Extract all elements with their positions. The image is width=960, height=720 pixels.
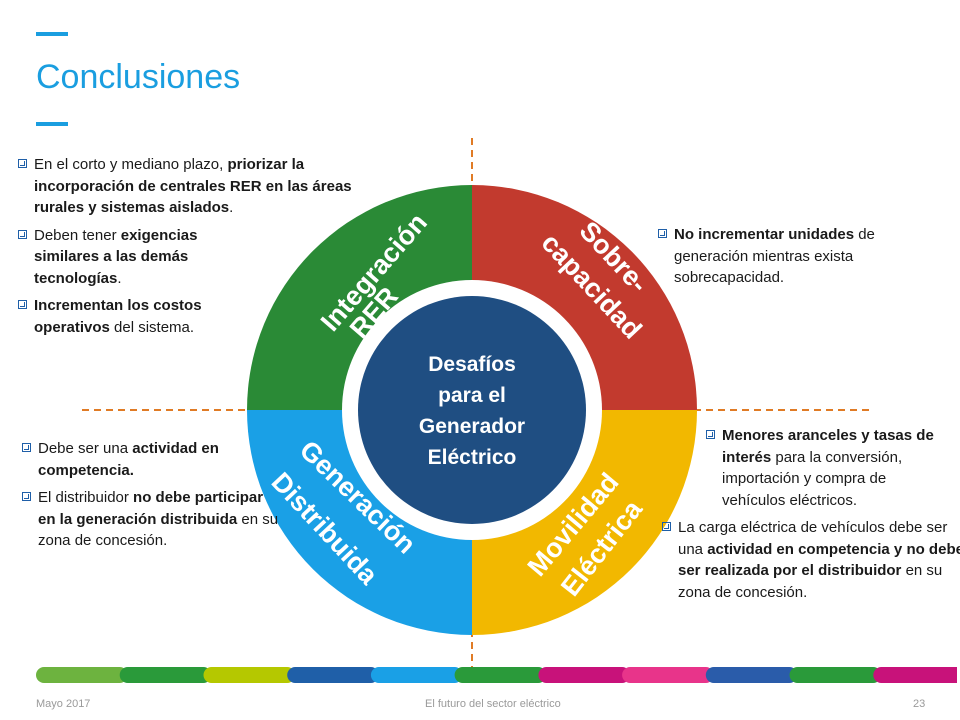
bullet-text: En el corto y mediano plazo, xyxy=(34,156,228,173)
bullet-text: . xyxy=(117,269,122,287)
footer-date: Mayo 2017 xyxy=(36,698,91,710)
center-line-2: para el xyxy=(438,384,506,407)
left-top-bullet: En el corto y mediano plazo, priorizar l… xyxy=(18,154,388,219)
bullet-text: para la conversión, importación y compra… xyxy=(722,448,903,509)
footer-strip-segment xyxy=(36,667,128,683)
bullet-text: Incrementan los costos operativos xyxy=(34,297,202,336)
bullet-text: La carga eléctrica de vehículos debe ser… xyxy=(678,519,948,558)
center-line-1: Desafíos xyxy=(428,353,516,376)
page-number: 23 xyxy=(913,698,926,710)
bullet-text: Debe ser una xyxy=(38,440,133,457)
bullet-text: Menores aranceles y tasas de interés xyxy=(722,427,934,466)
checkbox-bullet-icon xyxy=(18,300,27,309)
footer-strip-segment xyxy=(119,667,212,683)
center-line-4: Eléctrico xyxy=(428,446,517,469)
bullet-text: . xyxy=(229,199,234,216)
footer-strip-segment xyxy=(454,667,547,683)
footer-strip-segment xyxy=(705,667,798,683)
bullet-text: del sistema. xyxy=(109,318,195,336)
footer-color-strip xyxy=(36,667,957,683)
checkbox-bullet-icon xyxy=(22,443,31,452)
right-bottom-notes: Menores aranceles y tasas de interés par… xyxy=(662,425,960,609)
left-bottom-notes: Debe ser una actividad en competencia. El… xyxy=(22,438,284,558)
title-accent-top xyxy=(36,32,68,36)
left-bottom-bullet: El distribuidor no debe participar en la… xyxy=(22,487,284,552)
checkbox-bullet-icon xyxy=(658,229,667,238)
checkbox-bullet-icon xyxy=(18,229,27,239)
left-bottom-bullet: Debe ser una actividad en competencia. xyxy=(22,438,284,481)
left-top-notes: En el corto y mediano plazo, priorizar l… xyxy=(18,154,388,344)
bullet-text: No incrementar unidades xyxy=(674,226,855,243)
footer-strip-segment xyxy=(622,667,714,683)
footer-strip-segment xyxy=(287,667,379,683)
bullet-text: en su zona de concesión. xyxy=(38,510,279,550)
checkbox-bullet-icon xyxy=(662,522,671,531)
page-title: Conclusiones xyxy=(36,58,241,96)
bullet-text: de generación mientras exista sobrecapac… xyxy=(674,226,875,286)
footer-center-text: El futuro del sector eléctrico xyxy=(425,698,561,710)
footer-strip-segment xyxy=(370,667,463,683)
center-line-3: Generador xyxy=(419,415,525,438)
bullet-text: El distribuidor xyxy=(38,489,134,506)
left-top-bullet: Deben tener exigencias similares a las d… xyxy=(18,225,264,290)
checkbox-bullet-icon xyxy=(22,492,31,501)
title-accent-bottom xyxy=(36,122,68,126)
right-bottom-bullet: La carga eléctrica de vehículos debe ser… xyxy=(662,517,960,603)
checkbox-bullet-icon xyxy=(706,430,715,439)
footer-strip-segment xyxy=(538,667,631,683)
right-bottom-bullet: Menores aranceles y tasas de interés par… xyxy=(706,425,946,511)
bullet-text: no debe participar en la generación dist… xyxy=(38,489,264,528)
bullet-text: Deben tener xyxy=(34,226,121,244)
footer-strip-segment xyxy=(203,667,296,683)
bullet-text: actividad en competencia y no debe ser r… xyxy=(678,540,960,580)
footer-strip-segment xyxy=(873,667,957,683)
right-top-notes: No incrementar unidades de generación mi… xyxy=(658,224,940,295)
left-top-bullet: Incrementan los costos operativos del si… xyxy=(18,295,264,338)
checkbox-bullet-icon xyxy=(18,159,27,168)
center-circle xyxy=(358,296,586,524)
footer-strip-segment xyxy=(789,667,882,683)
right-top-bullet: No incrementar unidades de generación mi… xyxy=(658,224,940,289)
bullet-text: en su zona de concesión. xyxy=(678,562,943,601)
bullet-text: priorizar la incorporación de centrales … xyxy=(34,156,352,216)
bullet-text: exigencias similares a las demás tecnolo… xyxy=(34,226,198,287)
bullet-text: actividad en competencia. xyxy=(38,440,219,479)
